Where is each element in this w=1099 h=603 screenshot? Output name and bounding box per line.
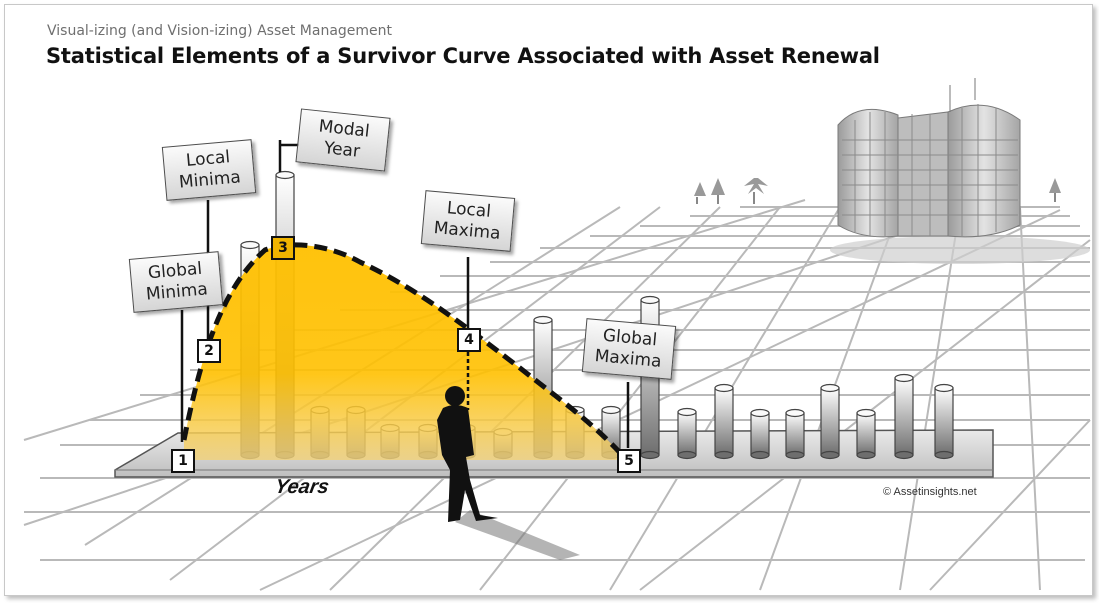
cylinder-bar — [894, 373, 914, 460]
cylinder-bar — [820, 383, 840, 460]
sign-local-minima: Local Minima — [161, 139, 257, 201]
person-silhouette — [437, 386, 580, 560]
sign-global-maxima: Global Maxima — [581, 318, 677, 380]
cylinder-bar — [934, 383, 954, 460]
axis-label-years: Years — [273, 476, 331, 498]
survivor-curve-area — [184, 244, 625, 460]
cylinder-bar — [785, 408, 805, 460]
presentation-subtitle: Visual-izing (and Vision-izing) Asset Ma… — [47, 23, 393, 39]
copyright-credit: © Assetinsights.net — [883, 486, 977, 498]
sign-global-minima: Global Minima — [128, 251, 224, 313]
sign-local-maxima: Local Maxima — [420, 190, 516, 252]
marker-2: 2 — [197, 339, 221, 363]
marker-3: 3 — [271, 236, 295, 260]
sign-modal-year: Modal Year — [295, 108, 391, 172]
page-title: Statistical Elements of a Survivor Curve… — [46, 44, 880, 68]
marker-1: 1 — [171, 449, 195, 473]
marker-5: 5 — [617, 449, 641, 473]
cylinder-bar — [677, 407, 697, 460]
survivor-curve-line — [181, 242, 627, 460]
cylinder-bar — [714, 383, 734, 460]
marker-4: 4 — [457, 328, 481, 352]
office-building-illustration — [694, 78, 1090, 264]
cylinder-bar — [856, 408, 876, 460]
cylinder-bar — [750, 408, 770, 460]
